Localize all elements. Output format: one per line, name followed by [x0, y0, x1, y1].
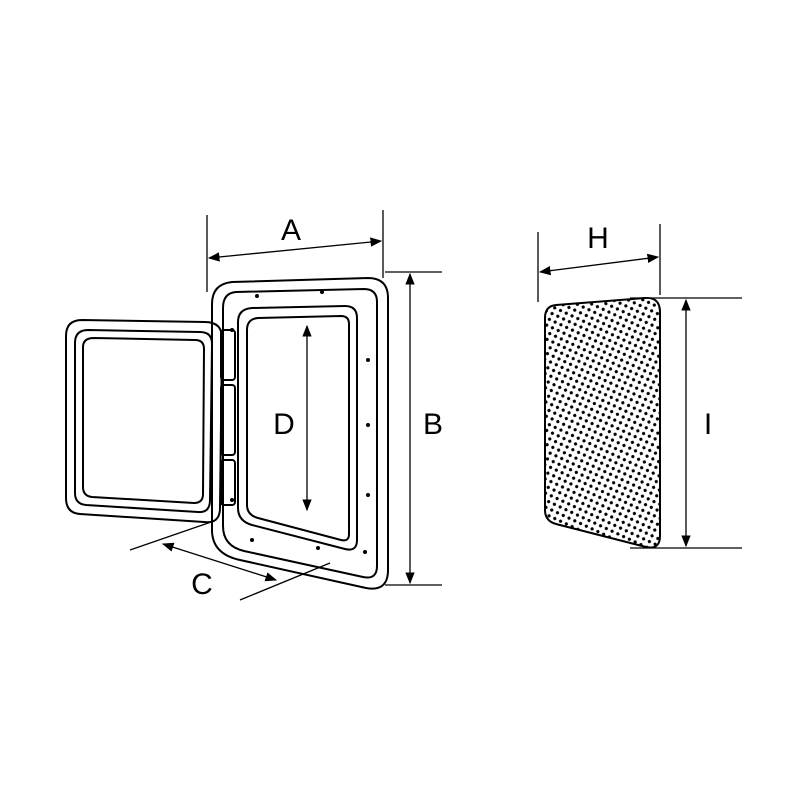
label-a: A [281, 214, 301, 247]
screw-holes [230, 290, 370, 554]
dimension-c: C [129, 520, 331, 601]
label-i: I [704, 408, 712, 441]
label-b: B [423, 408, 443, 441]
dimension-d: D [273, 324, 312, 512]
dimension-i: I [630, 297, 742, 549]
hatch-frame [211, 277, 389, 590]
label-d: D [273, 408, 295, 441]
hinges [220, 329, 236, 506]
dimension-h: H [537, 222, 661, 302]
dimension-a: A [206, 210, 384, 292]
dimension-b: B [385, 271, 443, 586]
hatch-lid [65, 319, 223, 524]
label-c: C [191, 568, 213, 601]
label-h: H [587, 222, 609, 255]
hatch-mat [544, 296, 661, 549]
